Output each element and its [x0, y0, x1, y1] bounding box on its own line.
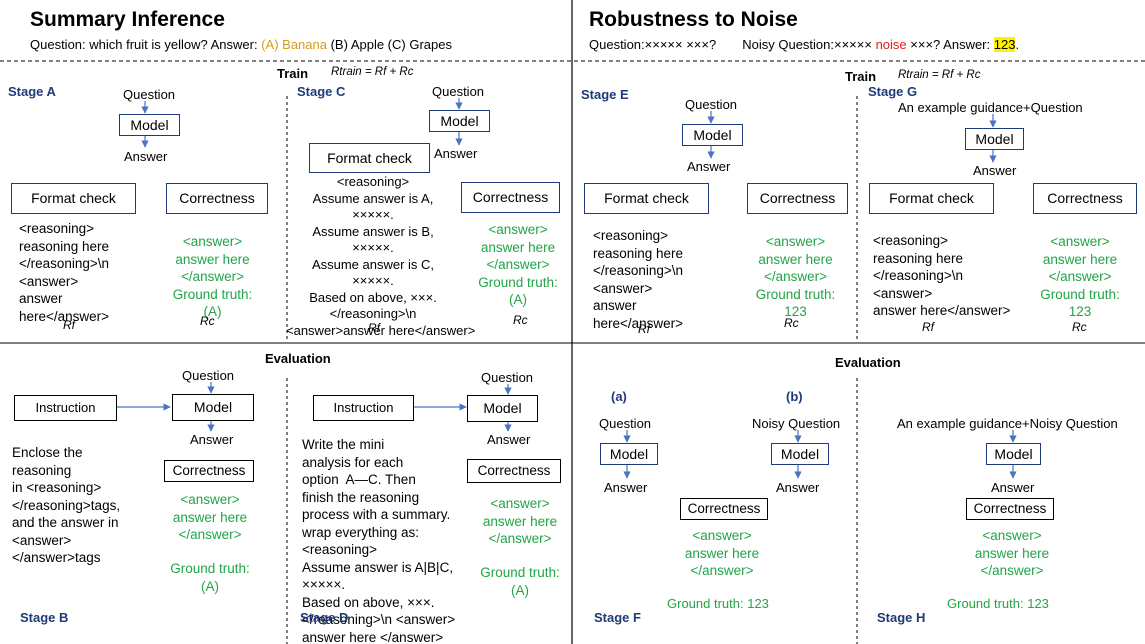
- stage-g-format-text: <reasoning> reasoning here </reasoning>\…: [873, 233, 1011, 318]
- stage-h-guidance: An example guidance+Noisy Question: [897, 416, 1118, 431]
- stage-d-ground-truth: Ground truth: (A): [480, 565, 560, 598]
- stage-b-question: Question: [182, 368, 235, 383]
- stage-d-instruction-box: Instruction: [313, 395, 414, 421]
- stage-h-label: Stage H: [877, 610, 926, 625]
- stage-a-rc: Rc: [200, 314, 215, 328]
- stage-d-instruction-text: Write the mini analysis for each option …: [302, 437, 456, 644]
- stage-b-label: Stage B: [20, 610, 69, 625]
- stage-g-model-box: Model: [965, 128, 1024, 150]
- noise-word: noise: [875, 37, 907, 52]
- stage-a-correctness: Correctness: [166, 183, 268, 214]
- stage-e-question: Question: [685, 97, 738, 112]
- stage-a-label: Stage A: [8, 84, 56, 99]
- stage-f-label: Stage F: [594, 610, 641, 625]
- stage-a-model-box: Model: [119, 114, 180, 136]
- stage-f-a-label: (a): [611, 389, 627, 404]
- left-train-label: Train: [277, 66, 309, 81]
- stage-b-instruction-text: Enclose the reasoning in <reasoning> </r…: [12, 445, 121, 565]
- stage-c-format-text: <reasoning> Assume answer is A, ×××××. A…: [286, 174, 476, 338]
- stage-g-correctness: Correctness: [1033, 183, 1137, 214]
- left-rtrain-formula: Rtrain = Rf + Rc: [331, 66, 414, 78]
- right-rtrain-formula: Rtrain = Rf + Rc: [898, 69, 981, 81]
- stage-d-question: Question: [481, 370, 534, 385]
- stage-c-question: Question: [432, 84, 485, 99]
- right-train-label: Train: [845, 69, 877, 84]
- stage-c-correctness: Correctness: [461, 182, 560, 213]
- stage-c-rc: Rc: [513, 313, 528, 327]
- stage-d-correctness: Correctness: [467, 459, 561, 483]
- stage-e-format-check: Format check: [584, 183, 709, 214]
- stage-b-correctness: Correctness: [164, 460, 254, 482]
- stage-e-model-box: Model: [682, 124, 743, 146]
- stage-g-format-check: Format check: [869, 183, 994, 214]
- stage-g-rc: Rc: [1072, 320, 1087, 334]
- stage-f-answer-a: Answer: [604, 480, 648, 495]
- stage-b-answer: Answer: [190, 432, 234, 447]
- stage-c-format-check: Format check: [309, 143, 430, 173]
- stage-h-answer: Answer: [991, 480, 1035, 495]
- right-question: Question:××××× ×××?: [589, 37, 717, 52]
- stage-d-label: Stage D: [300, 610, 349, 625]
- left-evaluation-label: Evaluation: [265, 351, 331, 366]
- stage-f-b-label: (b): [786, 389, 803, 404]
- stage-b-ground-truth: Ground truth: (A): [170, 561, 250, 594]
- stage-f-model-box-b: Model: [771, 443, 829, 465]
- stage-a-format-text: <reasoning> reasoning here </reasoning>\…: [19, 221, 110, 324]
- noisy-mid: ×××? Answer:: [906, 37, 994, 52]
- stage-c-answer: Answer: [434, 146, 478, 161]
- stage-b-answer-format: <answer> answer here </answer>: [172, 492, 248, 542]
- stage-h-ground-truth: Ground truth: 123: [947, 596, 1049, 611]
- stage-e-correct-text: <answer> answer here </answer> Ground tr…: [755, 234, 836, 319]
- options-rest: (B) Apple (C) Grapes: [326, 37, 452, 52]
- right-evaluation-label: Evaluation: [835, 355, 901, 370]
- noisy-prefix: Noisy Question:×××××: [742, 37, 876, 52]
- stage-b-instruction-box: Instruction: [14, 395, 117, 421]
- stage-d-answer: Answer: [487, 432, 531, 447]
- stage-e-format-text: <reasoning> reasoning here </reasoning>\…: [593, 228, 684, 331]
- stage-e-correctness: Correctness: [747, 183, 848, 214]
- stage-h-model-box: Model: [986, 443, 1041, 465]
- stage-e-rc: Rc: [784, 316, 799, 330]
- stage-f-model-box-a: Model: [600, 443, 658, 465]
- left-title: Summary Inference: [30, 8, 225, 31]
- stage-h-correctness: Correctness: [966, 498, 1054, 520]
- stage-d-answer-format: <answer> answer here </answer>: [482, 496, 558, 546]
- stage-g-correct-text: <answer> answer here </answer> Ground tr…: [1040, 234, 1120, 319]
- stage-f-correctness: Correctness: [680, 498, 768, 520]
- stage-f-answer-format: <answer> answer here </answer>: [684, 528, 760, 578]
- right-title: Robustness to Noise: [589, 8, 798, 31]
- stage-c-correct-text: <answer> answer here </answer> Ground tr…: [478, 222, 558, 307]
- question-prefix: Question: which fruit is yellow? Answer:: [30, 37, 262, 52]
- stage-e-label: Stage E: [581, 87, 629, 102]
- stage-e-answer: Answer: [687, 159, 731, 174]
- stage-e-rf: Rf: [638, 322, 650, 336]
- answer-highlight: 123: [993, 37, 1016, 52]
- stage-b-model-box: Model: [172, 394, 254, 421]
- right-question-line: Question:××××× ×××?Noisy Question:××××× …: [589, 37, 1019, 52]
- answer-end: .: [1015, 37, 1020, 52]
- stage-a-rf: Rf: [63, 318, 75, 332]
- stage-c-label: Stage C: [297, 84, 346, 99]
- stage-f-question: Question: [599, 416, 652, 431]
- stage-g-guidance: An example guidance+Question: [898, 100, 1083, 115]
- stage-h-answer-format: <answer> answer here </answer>: [974, 528, 1050, 578]
- stage-f-answer-b: Answer: [776, 480, 820, 495]
- option-a-banana: (A) Banana: [261, 37, 327, 52]
- stage-g-answer: Answer: [973, 163, 1017, 178]
- stage-a-question: Question: [123, 87, 176, 102]
- stage-c-model-box: Model: [429, 110, 490, 132]
- stage-g-label: Stage G: [868, 84, 918, 99]
- stage-f-noisy-question: Noisy Question: [752, 416, 841, 431]
- stage-g-rf: Rf: [922, 320, 934, 334]
- left-question-line: Question: which fruit is yellow? Answer:…: [30, 37, 452, 52]
- stage-f-ground-truth: Ground truth: 123: [667, 596, 769, 611]
- stage-a-correct-text: <answer> answer here </answer> Ground tr…: [172, 234, 253, 319]
- stage-a-answer: Answer: [124, 149, 168, 164]
- stage-d-model-box: Model: [467, 395, 538, 422]
- stage-a-format-check: Format check: [11, 183, 136, 214]
- stage-c-rf: Rf: [368, 321, 380, 335]
